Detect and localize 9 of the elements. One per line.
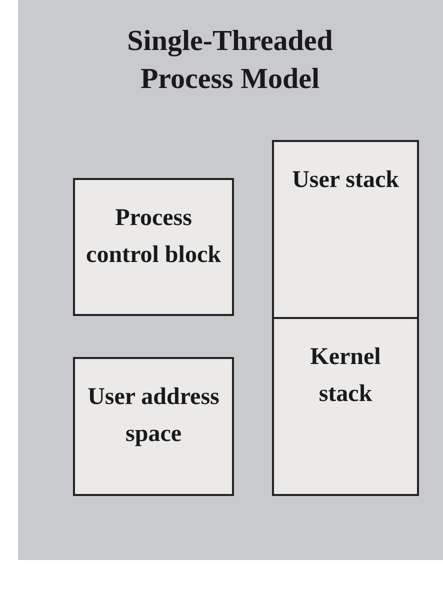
memory-block: [73, 357, 234, 496]
memory-block: [73, 178, 234, 316]
block-label: User stack: [291, 166, 400, 195]
memory-block: [272, 140, 419, 319]
block-label: Process control block: [85, 204, 222, 270]
block-label: User address space: [86, 383, 220, 449]
title: Single-Threaded Process Model: [126, 24, 334, 97]
block-label: Kernel stack: [309, 343, 382, 409]
memory-block: [272, 317, 419, 496]
